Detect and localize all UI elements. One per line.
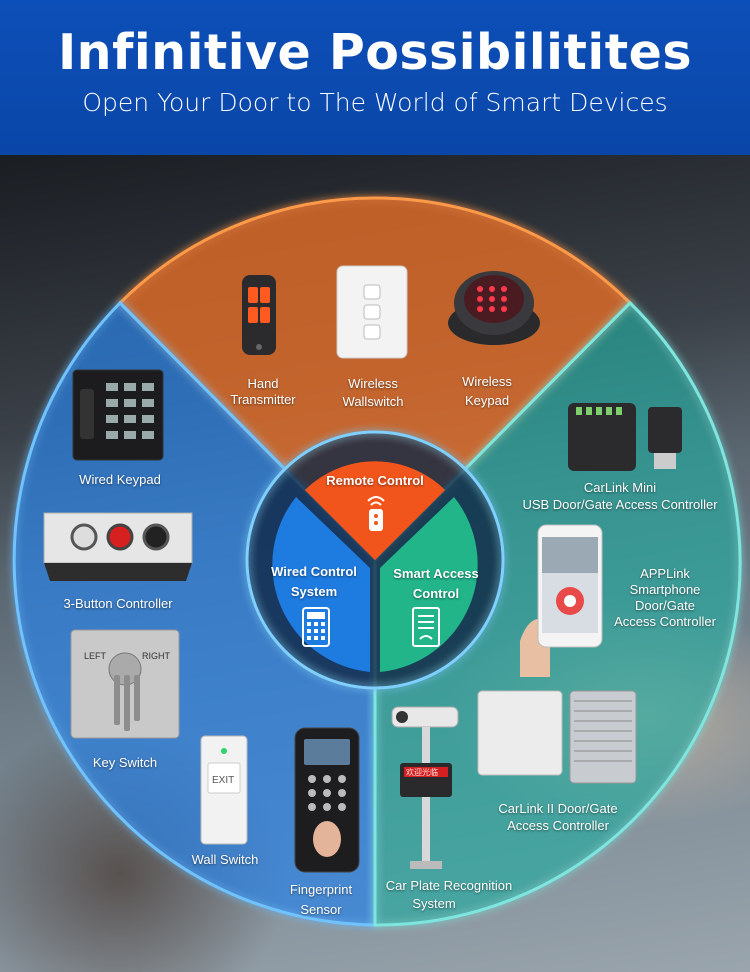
smart-item-label: Access Controller — [507, 818, 609, 833]
applink-smartphone-image — [520, 521, 606, 681]
remote-item-label: Hand — [247, 376, 279, 391]
hub-remote-label: Remote Control — [326, 473, 424, 488]
hub-wired-label-1: Wired Control — [271, 564, 357, 579]
fingerprint-sensor-image — [294, 727, 360, 877]
wired-item-label: Key Switch — [92, 755, 158, 770]
wired-item-label: Sensor — [300, 902, 342, 917]
smart-item-label: APPLink — [640, 566, 690, 581]
wireless-wallswitch-image — [336, 265, 408, 363]
page-title: Infinitive Possibilitites — [57, 24, 693, 81]
remote-item-label: Keypad — [464, 393, 510, 408]
carlink-ii-image — [476, 687, 642, 791]
wired-item-label: Wired Keypad — [79, 472, 161, 487]
smart-item-label: USB Door/Gate Access Controller — [522, 497, 718, 512]
smart-item-label: Car Plate Recognition — [385, 878, 513, 893]
remote-item-label: Wallswitch — [342, 394, 404, 409]
smart-item-label: CarLink Mini — [583, 480, 657, 495]
smart-item-label: Access Controller — [614, 614, 716, 629]
wired-item-label: 3-Button Controller — [63, 596, 173, 611]
key-switch-left-text: LEFT — [84, 651, 107, 661]
smart-item-label: System — [412, 896, 456, 911]
smart-item-label: Door/Gate — [635, 598, 695, 613]
hub-wired-label-2: System — [290, 584, 338, 599]
smart-item-label: Smartphone — [629, 582, 701, 597]
remote-item-label: Wireless — [348, 376, 398, 391]
remote-item-label: Transmitter — [230, 392, 296, 407]
smart-item-label: CarLink II Door/Gate — [498, 801, 618, 816]
hub-smart-label-1: Smart Access — [393, 566, 479, 581]
exit-text: EXIT — [212, 775, 234, 786]
remote-item-label: Wireless — [462, 374, 512, 389]
hub-smart — [380, 497, 478, 672]
access-card-icon — [412, 607, 440, 651]
wired-item-label: Wall Switch — [191, 852, 259, 867]
remote-signal-icon — [363, 493, 389, 537]
key-switch-right-text: RIGHT — [142, 651, 171, 661]
page-subtitle: Open Your Door to The World of Smart Dev… — [82, 88, 668, 117]
key-switch-image: LEFT RIGHT — [70, 629, 180, 743]
wired-item-label: Fingerprint — [289, 882, 353, 897]
keypad-icon — [302, 607, 330, 651]
wall-switch-image: EXIT — [200, 735, 248, 849]
product-wheel-scene: Remote Control Wired Control System Smar… — [0, 155, 750, 972]
wired-keypad-image — [72, 369, 164, 465]
hub-wired — [272, 497, 370, 672]
header-banner: Infinitive Possibilitites Open Your Door… — [0, 0, 750, 155]
hub-smart-label-2: Control — [412, 586, 460, 601]
wireless-keypad-image — [446, 263, 542, 353]
hand-transmitter-image — [240, 273, 278, 363]
plate-display-text: 欢迎光临 — [406, 767, 438, 777]
car-plate-recognition-image: 欢迎光临 — [388, 701, 468, 877]
three-button-controller-image — [40, 501, 196, 589]
carlink-mini-image — [566, 401, 686, 479]
